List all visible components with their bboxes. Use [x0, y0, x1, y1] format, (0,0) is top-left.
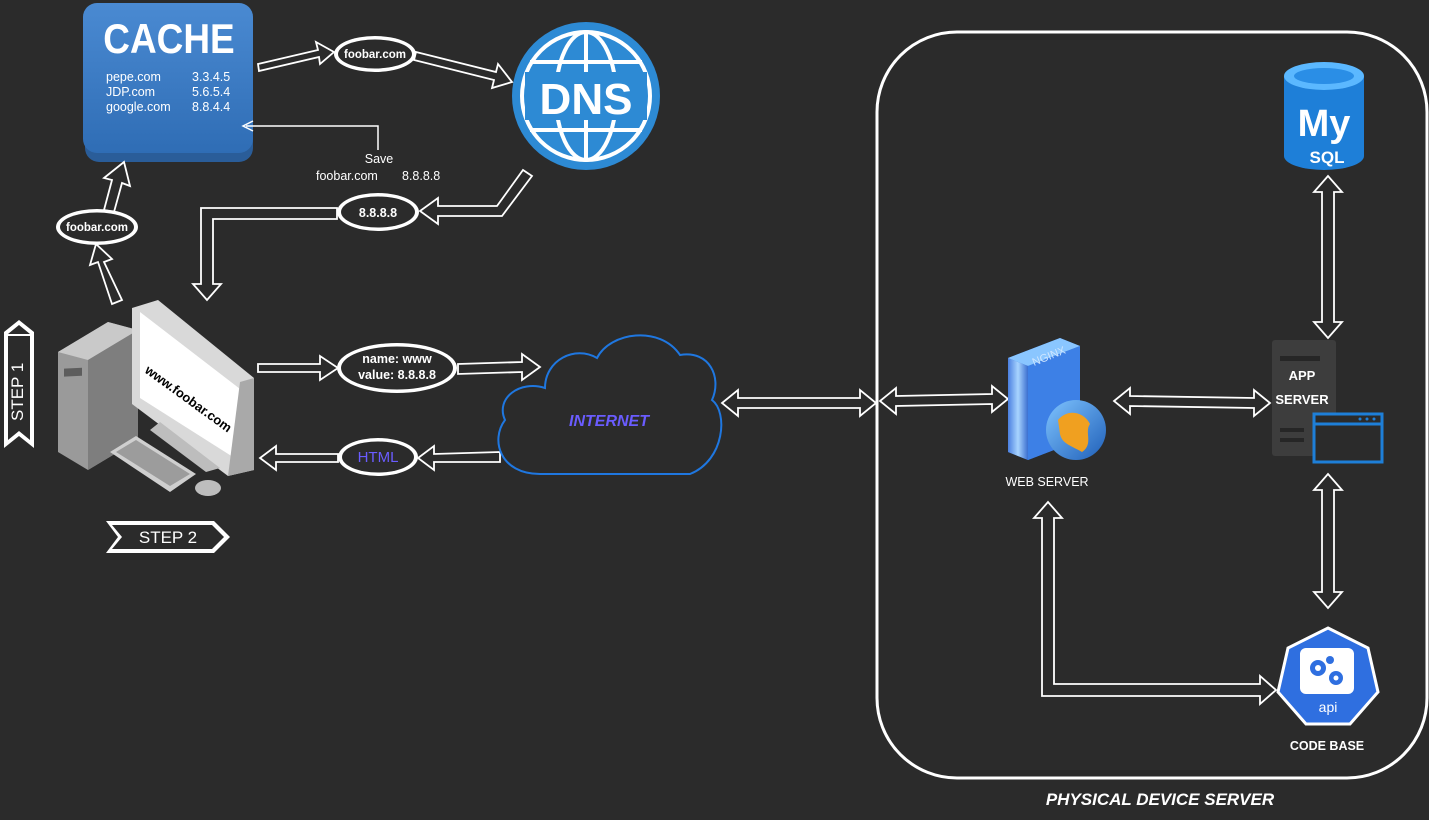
- step2-badge: STEP 2: [106, 521, 230, 553]
- code-base-label: CODE BASE: [1290, 739, 1364, 753]
- cache-entry-ip: 3.3.4.5: [192, 70, 230, 84]
- web-server-label: WEB SERVER: [1005, 475, 1088, 489]
- save-note-domain: foobar.com: [316, 169, 378, 183]
- save-arrow: [241, 120, 379, 150]
- mysql-label-bottom: SQL: [1310, 148, 1345, 167]
- cache-title: CACHE: [103, 16, 234, 63]
- cache-entry-ip: 5.6.5.4: [192, 85, 230, 99]
- step1-badge: STEP 1: [4, 320, 34, 448]
- physical-server-caption: PHYSICAL DEVICE SERVER: [1046, 790, 1275, 809]
- dns-label: DNS: [540, 75, 633, 124]
- html-label: HTML: [358, 449, 399, 466]
- dns-icon: DNS: [512, 22, 660, 170]
- webserver-codebase-arrow: [1032, 500, 1278, 706]
- query-bubble-label: foobar.com: [344, 49, 406, 61]
- physical-server-box: [875, 30, 1429, 780]
- cache-box: CACHE pepe.com 3.3.4.5 JDP.com 5.6.5.4 g…: [83, 3, 253, 162]
- cache-entry-domain: pepe.com: [106, 70, 161, 84]
- edge-webserver-arrow: [878, 384, 1010, 416]
- response-arrow: [258, 444, 501, 472]
- save-note-title: Save: [365, 152, 394, 166]
- cache-query-label: foobar.com: [66, 222, 128, 234]
- dns-response-label: 8.8.8.8: [359, 206, 397, 220]
- webserver-appserver-arrow: [1112, 386, 1272, 418]
- step2-label: STEP 2: [139, 528, 197, 547]
- app-server-icon: [1272, 340, 1384, 464]
- appserver-codebase-arrow: [1312, 472, 1344, 610]
- internet-server-arrow: [720, 388, 878, 418]
- request-line2: value: 8.8.8.8: [358, 368, 436, 382]
- api-icon: api: [1276, 626, 1380, 726]
- cache-entry-domain: google.com: [106, 100, 171, 114]
- request-line1: name: www: [362, 352, 432, 366]
- api-label: api: [1319, 699, 1338, 715]
- computer-icon: www.foobar.com: [58, 300, 254, 496]
- cache-entry-domain: JDP.com: [106, 85, 155, 99]
- cache-entry-ip: 8.8.4.4: [192, 100, 230, 114]
- web-server-icon: NGINX: [1008, 338, 1106, 460]
- app-server-label-line2: SERVER: [1275, 392, 1329, 407]
- computer-to-cache-arrow: [88, 160, 132, 306]
- mysql-icon: My SQL: [1284, 62, 1364, 170]
- cache-to-dns-arrow: [256, 40, 514, 90]
- internet-cloud: INTERNET: [497, 334, 723, 475]
- request-arrow: [257, 352, 542, 382]
- dns-response-arrow: [191, 168, 534, 302]
- save-note-ip: 8.8.8.8: [402, 169, 440, 183]
- mysql-appserver-arrow: [1312, 174, 1344, 340]
- app-server-label-line1: APP: [1289, 368, 1316, 383]
- mysql-label-top: My: [1298, 103, 1351, 145]
- internet-label: INTERNET: [569, 413, 650, 430]
- step1-label: STEP 1: [8, 363, 27, 421]
